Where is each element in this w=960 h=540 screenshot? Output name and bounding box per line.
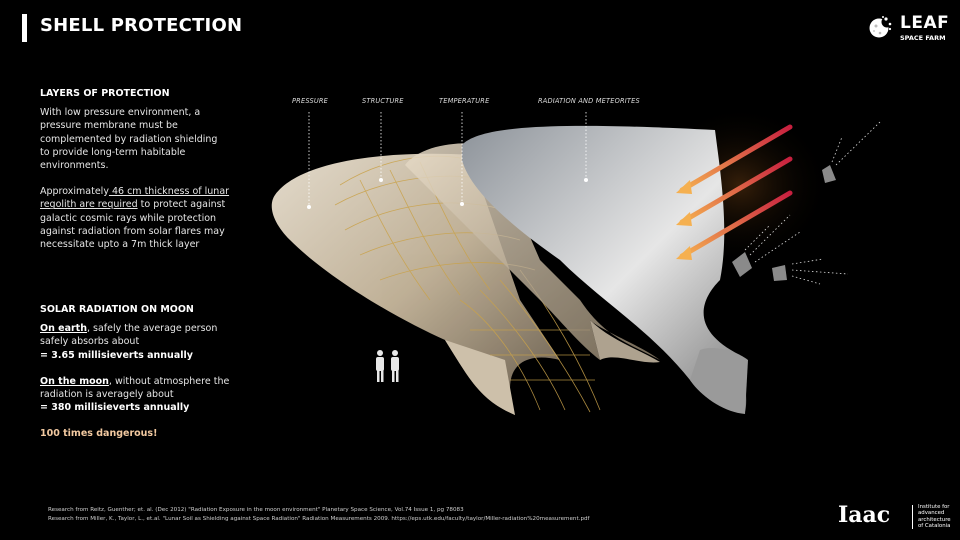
iaac-line: advanced bbox=[918, 510, 945, 517]
conclusion-text: 100 times dangerous! bbox=[40, 428, 158, 440]
label-temperature: TEMPERATURE bbox=[439, 97, 490, 105]
reference-1: Research from Reitz, Guenther; et. al. (… bbox=[48, 507, 464, 513]
label-pressure: PRESSURE bbox=[292, 97, 329, 105]
regolith-paragraph: Approximately 46 cm thickness of lunar r… bbox=[40, 185, 230, 251]
regolith-highlight: 46 cm thickness of lunar regolith are re… bbox=[40, 186, 230, 211]
iaac-line: of Catalonia bbox=[918, 522, 951, 529]
regolith-prefix: Approximately bbox=[40, 186, 109, 198]
earth-text: , safely the average person safely absor… bbox=[40, 323, 218, 348]
moon-value: = 380 millisieverts annually bbox=[40, 402, 190, 414]
layers-paragraph: With low pressure environment, a pressur… bbox=[40, 107, 218, 172]
moon-label: On the moon bbox=[40, 375, 109, 387]
section-heading: LAYERS OF PROTECTION bbox=[40, 88, 170, 99]
moon-text: , without atmosphere the radiation is av… bbox=[40, 375, 230, 401]
earth-paragraph: On earth, safely the average person safe… bbox=[40, 322, 230, 362]
radiation-meteorite-layer bbox=[462, 125, 748, 414]
iaac-wordmark: Iaac bbox=[838, 502, 891, 528]
people-scale-figures bbox=[376, 350, 399, 382]
earth-label: On earth bbox=[40, 323, 87, 335]
regolith-suffix: to protect against galactic cosmic rays … bbox=[40, 199, 226, 251]
meteorites bbox=[732, 165, 836, 281]
radiation-arrows bbox=[679, 124, 793, 259]
iaac-divider bbox=[912, 505, 913, 529]
iaac-fullname: Institute for advanced architecture of C… bbox=[918, 504, 951, 529]
solar-radiation-section: SOLAR RADIATION ON MOON On earth, safely… bbox=[40, 303, 230, 441]
temperature-layer bbox=[405, 143, 660, 363]
reference-2: Research from Miller, K., Taylor, L., et… bbox=[48, 515, 590, 522]
moon-paragraph: On the moon, without atmosphere the radi… bbox=[40, 375, 230, 415]
leaf-space-farm-logo: LEAF SPACE FARM bbox=[868, 12, 950, 44]
moon-icon bbox=[869, 16, 893, 38]
logo-subtitle: SPACE FARM bbox=[900, 34, 946, 42]
section-heading: SOLAR RADIATION ON MOON bbox=[40, 304, 194, 315]
layers-of-protection-section: LAYERS OF PROTECTION With low pressure e… bbox=[40, 87, 230, 251]
references: Research from Reitz, Guenther; et. al. (… bbox=[48, 506, 590, 523]
iaac-line: Institute for bbox=[918, 504, 950, 510]
iaac-line: architecture bbox=[918, 516, 951, 523]
earth-value: = 3.65 millisieverts annually bbox=[40, 349, 193, 361]
label-radiation-meteorites: RADIATION AND METEORITES bbox=[538, 97, 640, 105]
logo-wordmark: LEAF bbox=[900, 13, 950, 33]
title-accent-bar bbox=[22, 14, 27, 42]
page-title: SHELL PROTECTION bbox=[40, 15, 243, 36]
label-structure: STRUCTURE bbox=[362, 97, 404, 105]
